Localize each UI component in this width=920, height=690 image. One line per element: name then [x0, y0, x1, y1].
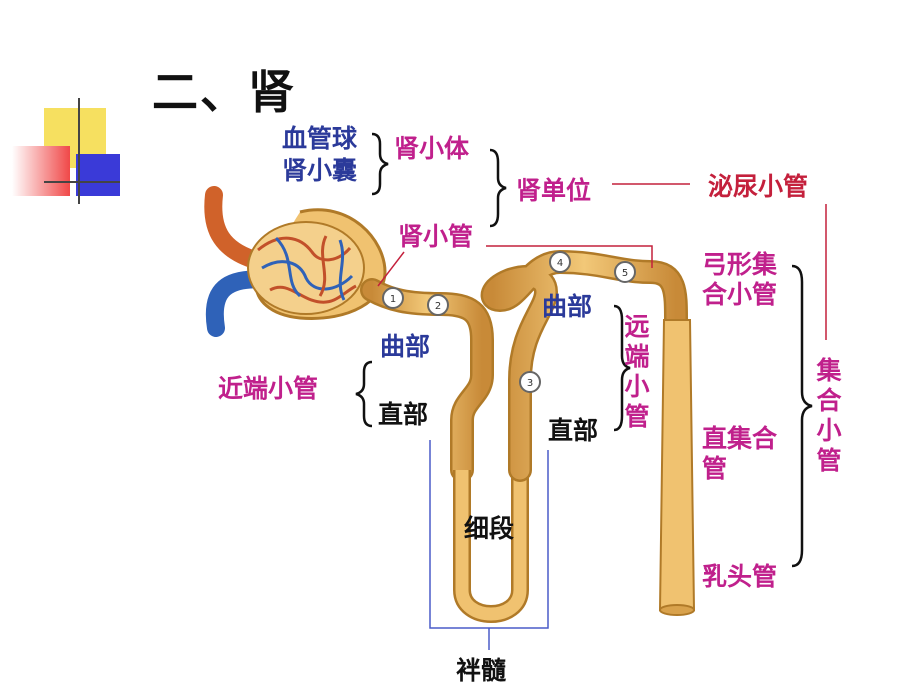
label-arched-collecting: 弓形集合小管 — [702, 250, 778, 309]
label-renal-capsule: 肾小囊 — [282, 156, 358, 185]
marker-3 — [519, 371, 541, 393]
label-glomerulus: 血管球 — [282, 124, 358, 153]
connector-lines — [377, 183, 827, 340]
label-papillary-duct: 乳头管 — [702, 562, 778, 591]
label-proximal-straight: 直部 — [378, 400, 429, 429]
loop-bracket — [429, 440, 549, 650]
brace-proximal-tubule — [355, 360, 373, 428]
brace-nephron — [489, 148, 507, 228]
brace-collecting — [791, 264, 813, 568]
marker-label-5: 5 — [622, 268, 628, 279]
label-proximal-tubule: 近端小管 — [218, 374, 319, 403]
decor-horizontal-line — [44, 181, 120, 183]
page-title: 二、肾 — [152, 65, 296, 119]
decor-blue-square — [76, 154, 120, 196]
label-distal-tubule: 远端小管 — [624, 312, 650, 431]
label-collecting-tubule: 集合小管 — [816, 356, 842, 475]
marker-4 — [549, 251, 571, 273]
label-distal-convoluted: 曲部 — [542, 292, 593, 321]
marker-2 — [427, 294, 449, 316]
label-loop: 袢髓 — [456, 656, 507, 685]
label-renal-corpuscle: 肾小体 — [394, 134, 470, 163]
marker-label-2: 2 — [435, 301, 441, 312]
marker-label-1: 1 — [390, 294, 396, 305]
label-nephron: 肾单位 — [516, 176, 592, 205]
marker-label-3: 3 — [527, 378, 533, 389]
label-thin-segment: 细段 — [464, 514, 515, 543]
label-renal-tubule: 肾小管 — [398, 222, 474, 251]
brace-distal-tubule — [613, 304, 631, 432]
glomerulus-capillaries — [257, 235, 357, 304]
decor-red-square — [12, 146, 70, 196]
label-uriniferous-tubule: 泌尿小管 — [708, 172, 809, 201]
marker-1 — [382, 287, 404, 309]
label-straight-collecting: 直集合管 — [702, 424, 778, 483]
label-proximal-convoluted: 曲部 — [380, 332, 431, 361]
marker-label-4: 4 — [557, 258, 563, 269]
collecting-duct — [658, 319, 696, 611]
marker-5 — [614, 261, 636, 283]
brace-renal-corpuscle — [371, 132, 389, 196]
label-distal-straight: 直部 — [548, 416, 599, 445]
decor-vertical-line — [78, 98, 80, 204]
glomerulus — [247, 221, 365, 315]
